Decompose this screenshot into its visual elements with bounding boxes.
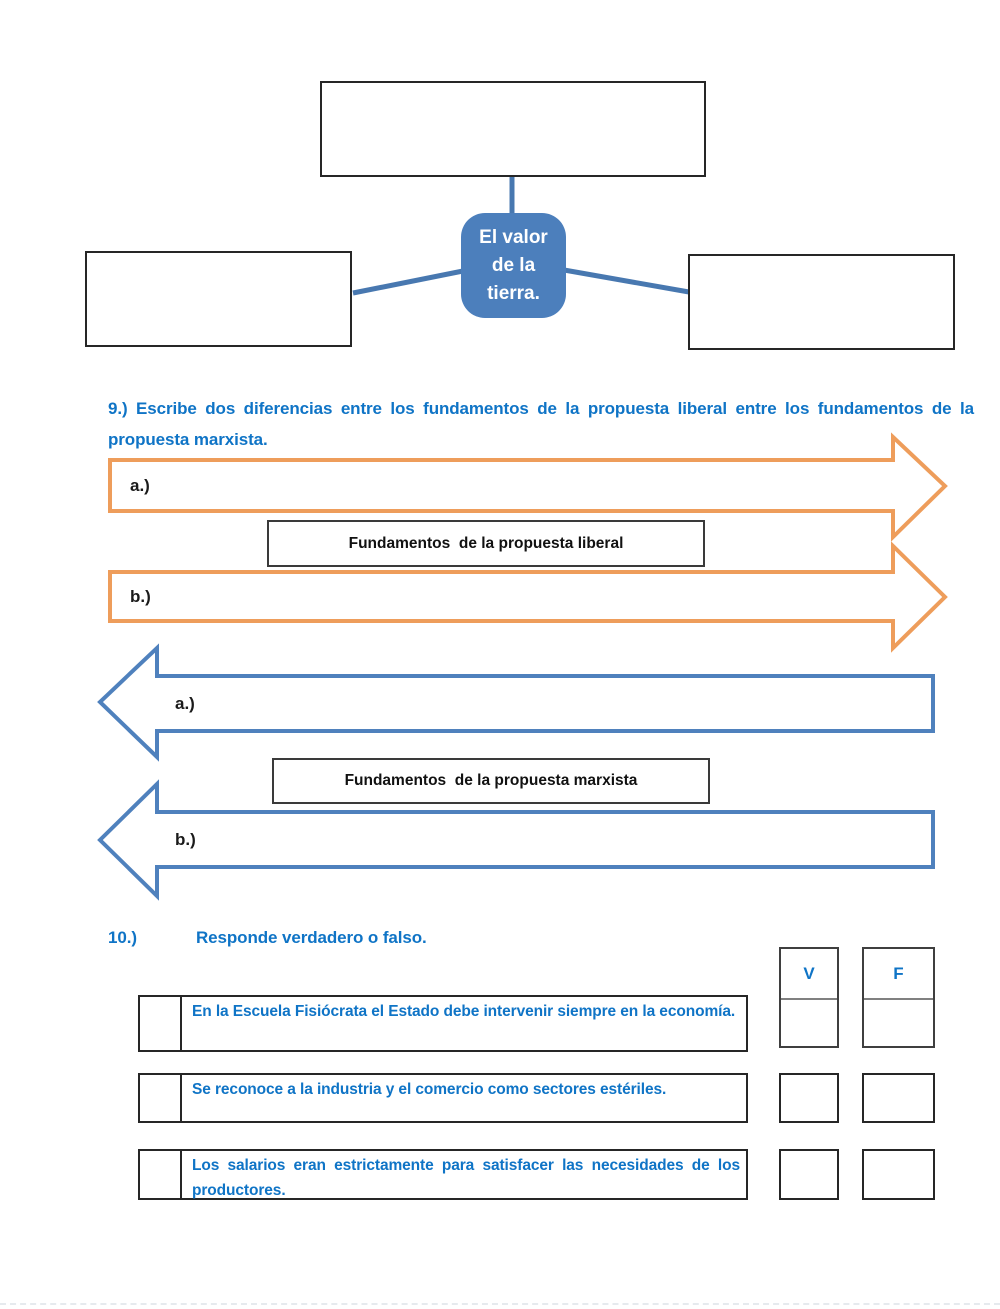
statement1-marker-box[interactable] [140,997,182,1050]
liberal-title-label: Fundamentos de la propuesta liberal [348,534,624,552]
statement3-true-cell[interactable] [779,1149,839,1200]
mindmap-answer-box-top[interactable] [320,81,706,177]
question10-number: 10.) [108,928,137,947]
liberal-answer-b-label: b.) [130,586,151,606]
question9-body: Escribe dos diferencias entre los fundam… [108,399,975,449]
statement-row-1: En la Escuela Fisiócrata el Estado debe … [138,995,748,1052]
marxist-arrow-b-shape [97,779,935,901]
statement1-false-cell[interactable] [864,1000,933,1046]
statement1-text: En la Escuela Fisiócrata el Estado debe … [192,1003,736,1020]
question9-text: 9.) Escribe dos diferencias entre los fu… [108,393,974,455]
true-header-label: V [803,963,815,983]
statement3-false-cell[interactable] [862,1149,935,1200]
statement2-marker-box[interactable] [140,1075,182,1121]
liberal-arrow-b-shape [108,541,948,653]
marxist-title-box: Fundamentos de la propuesta marxista [272,758,710,804]
statement3-marker-box[interactable] [140,1151,182,1198]
true-column-header: V [781,949,837,1000]
connector-right [563,267,690,295]
marxist-title-label: Fundamentos de la propuesta marxista [344,772,638,789]
question9-number: 9.) [108,399,128,418]
true-column: V [779,947,839,1048]
marxist-answer-zone-a[interactable]: a.) [163,678,923,729]
marxist-arrow-a-shape [97,643,935,762]
marxist-answer-zone-b[interactable]: b.) [163,814,923,865]
statement2-text: Se reconoce a la industria y el comercio… [192,1081,667,1098]
statement-row-3: Los salarios eran estrictamente para sat… [138,1149,748,1200]
mindmap-answer-box-right[interactable] [688,254,955,350]
statement1-true-cell[interactable] [781,1000,837,1046]
statement-row-2: Se reconoce a la industria y el comercio… [138,1073,748,1123]
page-break-line [0,1303,1000,1305]
liberal-answer-a-label: a.) [130,475,150,495]
false-header-label: F [893,963,904,983]
false-column-header: F [864,949,933,1000]
mindmap-center-node: El valor de la tierra. [461,213,566,318]
false-column: F [862,947,935,1048]
liberal-title-box: Fundamentos de la propuesta liberal [267,520,705,567]
mindmap-answer-box-left[interactable] [85,251,352,347]
statement2-true-cell[interactable] [779,1073,839,1123]
liberal-arrow-a-shape [108,432,948,542]
liberal-answer-zone-b[interactable]: b.) [118,574,878,619]
statement3-text: Los salarios eran estrictamente para sat… [192,1157,740,1199]
statement2-false-cell[interactable] [862,1073,935,1123]
connector-left [352,268,464,296]
question10-prompt: Responde verdadero o falso. [196,928,427,947]
marxist-answer-a-label: a.) [175,693,195,713]
mindmap-center-label: El valor de la tierra. [479,226,548,304]
liberal-answer-zone-a[interactable]: a.) [118,462,878,509]
marxist-answer-b-label: b.) [175,829,196,849]
